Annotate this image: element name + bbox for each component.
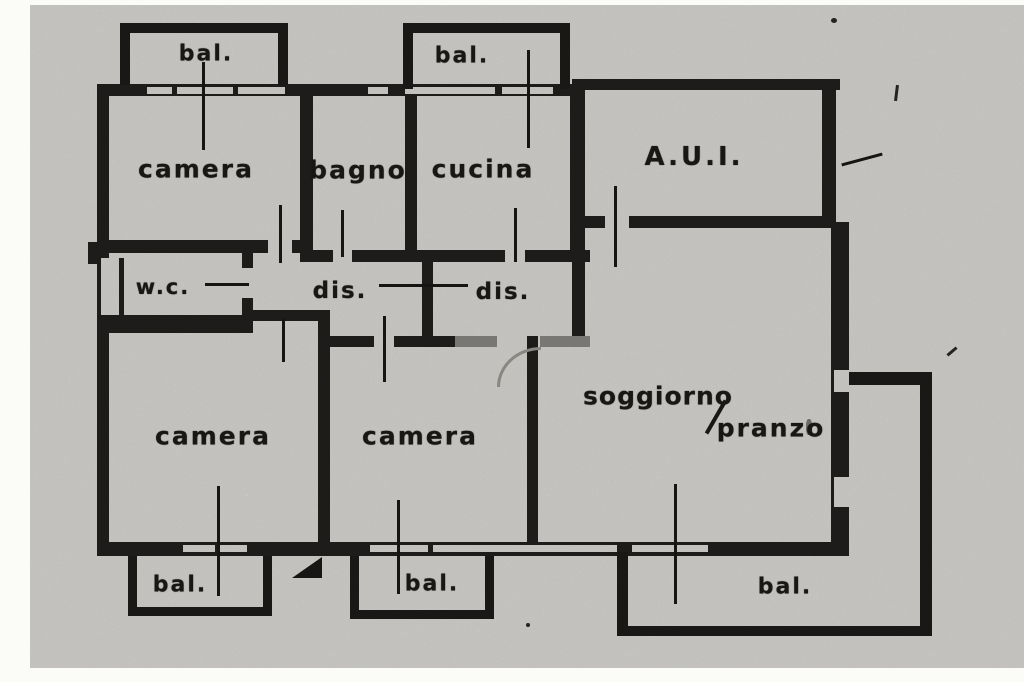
window-opening — [183, 543, 215, 554]
leader-line-aui — [841, 152, 883, 167]
balcony-label: bal. — [404, 571, 460, 597]
door-axis-line — [383, 316, 386, 382]
room-label-cucina: cucina — [431, 154, 535, 184]
balcony-wall — [622, 626, 932, 636]
balcony-wall — [120, 23, 130, 85]
balcony-wall — [278, 23, 288, 85]
wall-faded-segment — [455, 336, 497, 347]
balcony-wall — [560, 23, 570, 89]
balcony-wall — [120, 23, 288, 33]
balcony-door-opening — [831, 477, 849, 507]
balcony-wall — [403, 23, 413, 89]
entrance-triangle-icon — [292, 557, 322, 578]
window-opening — [238, 85, 285, 96]
balcony-label: bal. — [757, 574, 813, 600]
window-opening — [177, 85, 233, 96]
window-opening — [405, 85, 495, 96]
door-axis-line — [614, 186, 617, 267]
room-label-camera-nord: camera — [138, 154, 254, 184]
window-opening — [368, 85, 388, 96]
leader-line-wc — [205, 283, 249, 286]
page-edge-top — [0, 0, 1024, 5]
wall-top-aui — [572, 79, 840, 90]
door-swing-arc — [497, 347, 541, 387]
room-label-aui: A.U.I. — [644, 142, 744, 172]
balcony-wall — [849, 372, 930, 385]
door-axis-line — [341, 210, 344, 257]
window-opening — [147, 85, 172, 96]
room-label-pranzo: pranzo — [716, 413, 826, 443]
room-label-soggiorno: soggiorno — [583, 381, 733, 411]
door-axis-line — [527, 50, 530, 148]
page-edge-bottom — [0, 668, 1024, 682]
door-axis-line — [514, 208, 517, 262]
room-label-camera-sud-ovest: camera — [155, 421, 271, 451]
door-axis-line — [282, 318, 285, 362]
door-axis-line — [674, 484, 677, 604]
room-label-bagno: bagno — [309, 155, 407, 185]
balcony-wall — [403, 23, 570, 33]
room-label-wc: w.c. — [135, 275, 191, 299]
scan-mark — [526, 623, 530, 627]
wall-wc-bottom — [97, 315, 253, 333]
leader-line-dis — [379, 284, 468, 287]
balcony-wall — [350, 610, 494, 619]
balcony-wall — [920, 372, 932, 636]
balcony-label: bal. — [178, 41, 234, 67]
balcony-label: bal. — [434, 43, 490, 69]
door-axis-line — [202, 62, 205, 150]
door-axis-line — [217, 486, 220, 596]
window-opening — [219, 543, 247, 554]
door-opening — [605, 216, 629, 228]
wall-faded-segment — [540, 336, 590, 347]
balcony-wall — [617, 552, 628, 636]
balcony-label: bal. — [152, 572, 208, 598]
door-axis-line — [397, 500, 400, 594]
wall-camere-divider — [318, 310, 330, 542]
scan-mark — [946, 346, 958, 357]
scan-mark — [894, 84, 899, 102]
wall-right-aui — [822, 79, 836, 228]
wall-dis-divider — [422, 262, 433, 340]
balcony-door-opening — [632, 543, 708, 554]
page-edge-left — [0, 0, 30, 682]
room-label-camera-sud-centro: camera — [362, 421, 478, 451]
door-axis-line — [279, 205, 282, 263]
scan-mark — [831, 18, 837, 23]
room-label-dis-2: dis. — [475, 279, 531, 305]
window-opening — [433, 543, 617, 554]
balcony-wall — [128, 607, 272, 616]
balcony-door-opening — [831, 370, 849, 392]
room-label-dis-1: dis. — [312, 278, 368, 304]
